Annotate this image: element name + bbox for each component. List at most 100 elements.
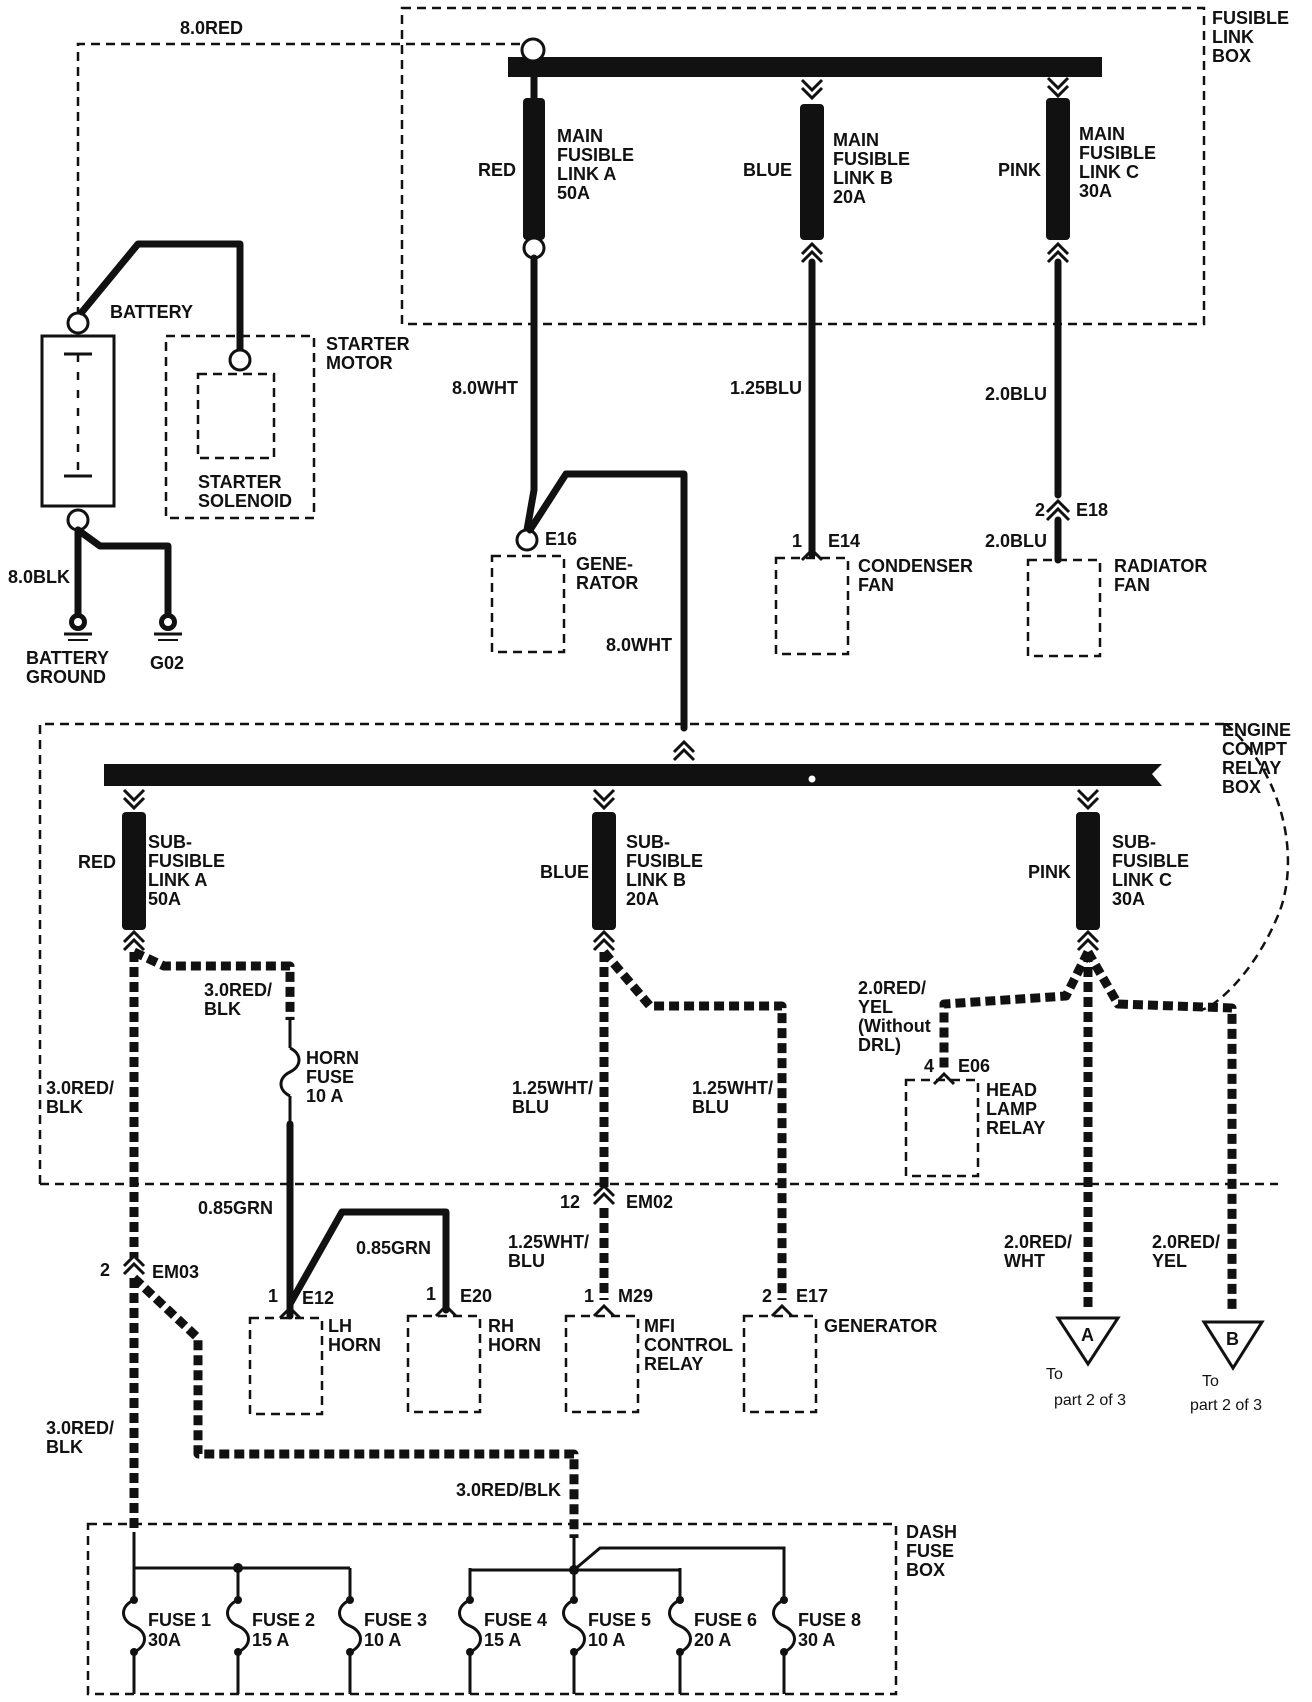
wire-rh-horn	[286, 1208, 450, 1314]
fuse-name: FUSE 1	[148, 1610, 211, 1630]
e18-label: E18	[1076, 500, 1108, 520]
harness-sub-a	[129, 947, 579, 1538]
battery-label: BATTERY	[110, 302, 193, 322]
e06-pin: 4	[924, 1056, 934, 1076]
output-a-letter: A	[1081, 1325, 1094, 1345]
sub-link-c-color: PINK	[1028, 862, 1071, 882]
sub-fusible-link-a	[122, 812, 146, 930]
wire-label-sub-b-right: 1.25WHT/BLU	[692, 1078, 773, 1117]
e12-label: E12	[302, 1288, 334, 1308]
fuse-rating: 15 A	[484, 1630, 521, 1650]
link-c-conn-top-1	[1046, 76, 1070, 91]
output-a-triangle	[1055, 1316, 1121, 1367]
harness-sub-c	[939, 949, 1237, 1310]
sub-a-conn-top-1	[122, 788, 146, 803]
wire-label-out-a: 2.0RED/WHT	[1004, 1232, 1072, 1271]
link-b-conn-top-1	[800, 78, 824, 93]
fuse-name: FUSE 3	[364, 1610, 427, 1630]
wire-label-battery-main: 8.0RED	[180, 18, 243, 38]
battery-positive-terminal	[66, 311, 90, 335]
fuse-rating: 30 A	[798, 1630, 835, 1650]
wire-label-out-b: 2.0RED/YEL	[1152, 1232, 1220, 1271]
generator-top-box	[490, 554, 566, 654]
wire-label-rh-horn: 0.85GRN	[356, 1238, 431, 1258]
em02-conn-2	[592, 1191, 616, 1206]
link-b-conn-top-2	[800, 86, 824, 101]
wire-label-condenser: 1.25BLU	[730, 378, 802, 398]
em03-label: EM03	[152, 1262, 199, 1282]
sub-fusible-link-b	[592, 812, 616, 930]
e12-pin: 1	[268, 1286, 278, 1306]
g02-label: G02	[150, 653, 184, 673]
e20-label: E20	[460, 1286, 492, 1306]
fuse-rating: 15 A	[252, 1630, 289, 1650]
condenser-fan-box	[774, 556, 850, 656]
output-b-triangle	[1201, 1320, 1265, 1371]
lh-horn-box	[248, 1316, 324, 1416]
fuse-name: FUSE 5	[588, 1610, 651, 1630]
harness-sub-b	[599, 949, 787, 1300]
sub-link-a-color: RED	[78, 852, 116, 872]
main-fusible-link-b	[800, 104, 824, 240]
sub-a-conn-top-2	[122, 796, 146, 811]
fuse-symbol	[122, 1598, 146, 1654]
sub-b-conn-bot-2	[592, 937, 616, 952]
fuse-name: FUSE 8	[798, 1610, 861, 1630]
starter-terminal	[228, 348, 252, 372]
starter-solenoid-box	[196, 372, 276, 460]
wire-label-to-generator: 8.0WHT	[452, 378, 518, 398]
sub-a-conn-bot-2	[122, 937, 146, 952]
sub-c-conn-bot-2	[1076, 937, 1100, 952]
em03-conn-2	[122, 1261, 146, 1276]
wire-g02	[74, 526, 172, 620]
e17-pin: 2	[762, 1286, 772, 1306]
fuse-4: FUSE 415 A	[458, 1568, 547, 1694]
sub-c-conn-top-1	[1076, 788, 1100, 803]
em02-conn-1	[592, 1183, 616, 1198]
dash-bus-right	[470, 1538, 786, 1590]
fuse-rating: 20 A	[694, 1630, 731, 1650]
link-b-conn-bot-2	[800, 249, 824, 264]
fuse-symbol	[668, 1598, 692, 1654]
head-lamp-relay-box	[904, 1078, 980, 1178]
fuse-rating: 10 A	[588, 1630, 625, 1650]
wire-label-mfi: 1.25WHT/BLU	[508, 1232, 589, 1271]
relay-box-outline-curve	[1199, 723, 1290, 1012]
e18-pin: 2	[1035, 500, 1045, 520]
output-b-to: To	[1202, 1373, 1219, 1390]
wire-label-radiator-lower: 2.0BLU	[985, 531, 1047, 551]
m29-pin: 1	[584, 1286, 594, 1306]
bus-terminal	[520, 37, 546, 63]
relay-in-conn-2	[672, 747, 696, 762]
fuse-name: FUSE 6	[694, 1610, 757, 1630]
main-fusible-link-c	[1046, 98, 1070, 240]
output-b-dest: part 2 of 3	[1190, 1397, 1262, 1414]
fusible-link-box	[400, 6, 1206, 326]
wire-label-generator-to-relay: 8.0WHT	[606, 635, 672, 655]
fuse-symbol	[338, 1598, 362, 1654]
e17-label: E17	[796, 1286, 828, 1306]
wire-battery-starter	[78, 240, 244, 364]
em02-label: EM02	[626, 1192, 673, 1212]
dash-fuse-box	[86, 1522, 898, 1696]
e17-conn	[770, 1303, 794, 1318]
generator-bottom-label: GENERATOR	[824, 1316, 937, 1336]
e12-conn	[278, 1305, 302, 1320]
wire-label-radiator-upper: 2.0BLU	[985, 384, 1047, 404]
relay-bus-mark	[808, 775, 816, 783]
